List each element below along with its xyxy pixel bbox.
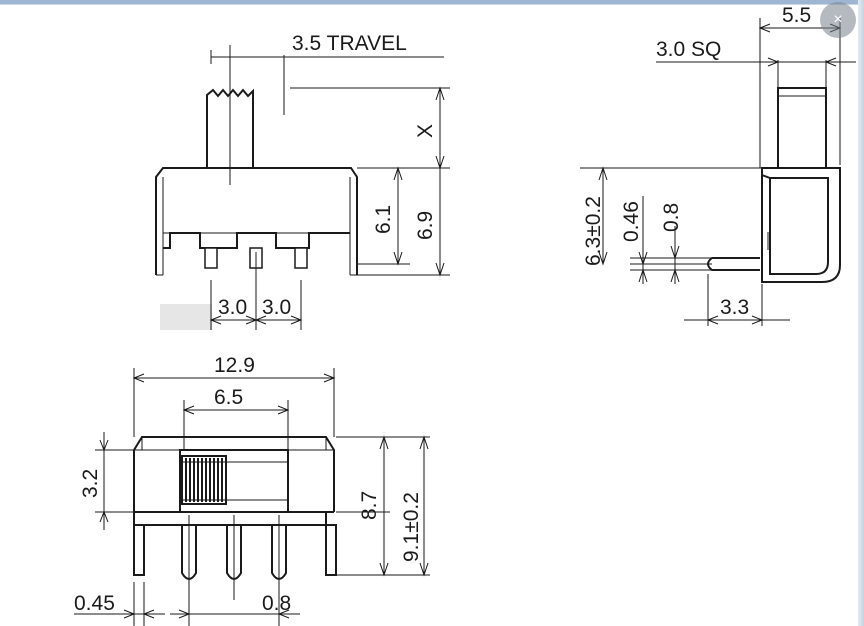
depth-3-2-label: 3.2 <box>79 469 102 498</box>
side-3-3-label: 3.3 <box>720 296 749 319</box>
window-frame-right <box>858 0 864 626</box>
faint-overlay-rect <box>160 304 212 330</box>
depth-9-1-label: 9.1±0.2 <box>400 492 423 562</box>
x-label: X <box>414 124 437 138</box>
side-view <box>580 18 856 326</box>
depth-8-7-label: 8.7 <box>358 491 381 520</box>
pitch-right-label: 3.0 <box>262 296 291 319</box>
front-view <box>155 45 450 330</box>
pitch-left-label: 3.0 <box>218 296 247 319</box>
side-0-8-label: 0.8 <box>660 203 683 232</box>
travel-label: 3.5 TRAVEL <box>292 32 407 55</box>
height-6-9-label: 6.9 <box>414 211 437 240</box>
close-button[interactable]: × <box>820 2 856 38</box>
dimension-labels: 3.5 TRAVEL X 6.1 6.9 3.0 3.0 5.5 3.0 SQ … <box>74 4 811 615</box>
height-6-1-label: 6.1 <box>372 205 395 234</box>
side-6-3-label: 6.3±0.2 <box>582 196 605 266</box>
top-view <box>74 368 430 626</box>
pin-0-8-label: 0.8 <box>262 592 291 615</box>
side-3-0-sq-label: 3.0 SQ <box>656 38 721 61</box>
width-12-9-label: 12.9 <box>214 354 255 377</box>
side-0-46-label: 0.46 <box>620 201 643 242</box>
pin-0-45-label: 0.45 <box>74 592 115 615</box>
side-5-5-label: 5.5 <box>782 4 811 27</box>
window-frame-top <box>0 0 864 5</box>
width-6-5-label: 6.5 <box>214 386 243 409</box>
